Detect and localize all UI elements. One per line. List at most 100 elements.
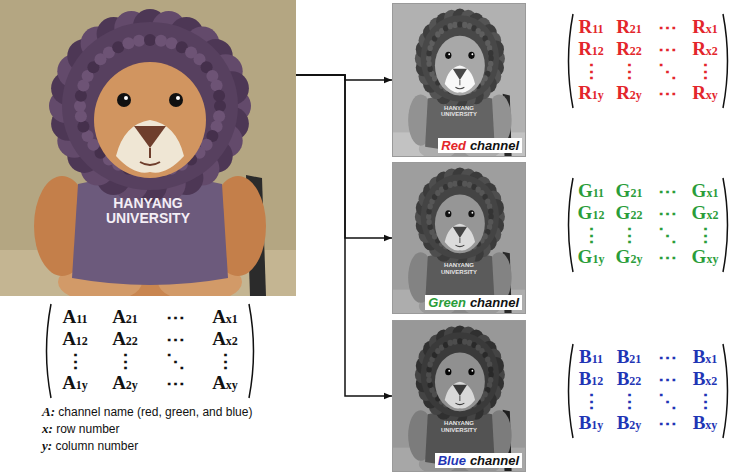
lion-face xyxy=(94,62,206,178)
matrix-bracket xyxy=(249,304,254,398)
matrix-entry: ⋮ xyxy=(582,390,601,413)
matrix-cell: ⋮ xyxy=(610,390,648,412)
lion-mouth xyxy=(455,396,464,405)
lion-mane-fur xyxy=(457,21,462,27)
definition-note: x: row number xyxy=(42,421,120,437)
matrix-cell: A22 xyxy=(100,328,150,350)
lion-nose xyxy=(453,227,467,238)
matrix-cell: Bx1 xyxy=(686,346,724,368)
matrix-entry: B22 xyxy=(617,368,642,390)
lion-mane-fur xyxy=(426,372,431,378)
lion-illustration xyxy=(0,0,296,296)
matrix-entry: G22 xyxy=(616,202,643,224)
matrix-entry: R21 xyxy=(616,16,642,38)
eye-glint xyxy=(176,96,180,100)
branch-arrow xyxy=(296,75,392,238)
matrix-bracket xyxy=(47,304,52,398)
matrix-entry: A12 xyxy=(62,328,88,350)
matrix-cell: ⋯ xyxy=(648,38,686,60)
channel-name: Blue xyxy=(438,453,466,468)
lion-mane-fur xyxy=(488,55,493,61)
lion-mane-fur xyxy=(443,184,448,190)
matrix-entry: ⋯ xyxy=(658,16,677,39)
lion-mane-fur xyxy=(426,377,431,383)
matrix-cell: Ax2 xyxy=(200,328,250,350)
matrix: G11G21⋯Gx1G12G22⋯Gx2⋮⋮⋱⋮G1yG2y⋯Gxy xyxy=(572,180,724,268)
matrix-entry: Bx2 xyxy=(693,368,718,390)
lion-mane-fur xyxy=(426,50,431,56)
matrix-cell: B1y xyxy=(572,412,610,434)
lion-mane-fur xyxy=(448,182,453,188)
matrix-entry: Ax2 xyxy=(212,328,238,350)
lion-mane-fur xyxy=(443,25,448,31)
matrix-cell: B12 xyxy=(572,368,610,390)
eye-glint xyxy=(448,212,450,214)
matrix-cell: ⋱ xyxy=(648,224,686,246)
matrix-cell: Rx2 xyxy=(686,38,724,60)
lion-mane-fur xyxy=(488,372,493,378)
lion-eye xyxy=(468,368,474,375)
matrix-entry: ⋮ xyxy=(216,350,235,373)
matrix-cell: B2y xyxy=(610,412,648,434)
matrix-cell: G22 xyxy=(610,202,648,224)
matrix-entry: ⋯ xyxy=(658,180,677,203)
lion-face xyxy=(435,36,485,96)
matrix-entry: ⋯ xyxy=(166,372,185,395)
matrix-cell: ⋯ xyxy=(648,16,686,38)
lion-mane-fur xyxy=(426,208,431,214)
lion-mane-fur xyxy=(426,214,431,220)
shirt-print: HANYANG UNIVERSITY xyxy=(434,105,483,118)
matrix-entry: G2y xyxy=(616,246,643,268)
channel-caption: Green channel xyxy=(425,295,522,310)
matrix-cell: R1y xyxy=(572,82,610,104)
matrix-cell: Gx2 xyxy=(686,202,724,224)
matrix-entry: ⋮ xyxy=(582,224,601,247)
matrix-cell: ⋮ xyxy=(572,60,610,82)
lion-mane-fur xyxy=(426,219,431,225)
matrix-cell: G21 xyxy=(610,180,648,202)
lion-muzzle xyxy=(445,224,475,251)
lion-mane xyxy=(421,332,499,417)
matrix-entry: Bx1 xyxy=(693,346,718,368)
lion-mane-fur xyxy=(488,366,493,372)
lion-mane-fur xyxy=(213,110,225,122)
lion-face xyxy=(435,194,485,253)
matrix-entry: ⋯ xyxy=(166,328,185,351)
lion-mane-fur xyxy=(487,361,492,367)
channel-word: channel xyxy=(470,138,519,153)
lion-mane-fur xyxy=(428,224,433,230)
photo-background xyxy=(393,4,525,156)
lion-mane xyxy=(62,22,238,190)
lion-mane-fur xyxy=(75,110,87,122)
matrix-cell: ⋱ xyxy=(150,350,200,372)
matrix-entry: B11 xyxy=(579,346,603,368)
matrix-entry: Ax1 xyxy=(212,306,238,328)
matrix-entry: A2y xyxy=(112,372,138,394)
matrix-cell: R12 xyxy=(572,38,610,60)
lion-mane-fur xyxy=(211,80,223,92)
matrix: A11A21⋯Ax1A12A22⋯Ax2⋮⋮⋱⋮A1yA2y⋯Axy xyxy=(50,306,250,394)
lion-mouth xyxy=(140,148,160,165)
matrix-entry: ⋮ xyxy=(620,224,639,247)
lion-mane-fur xyxy=(467,182,472,188)
matrix-cell: R2y xyxy=(610,82,648,104)
matrix-cell: Rxy xyxy=(686,82,724,104)
matrix-cell: ⋮ xyxy=(100,350,150,372)
channel-word: channel xyxy=(470,295,519,310)
matrix-cell: Axy xyxy=(200,372,250,394)
matrix-cell: A21 xyxy=(100,306,150,328)
matrix-entry: Gxy xyxy=(692,246,719,268)
matrix-cell: ⋮ xyxy=(610,224,648,246)
lion-illustration xyxy=(393,321,525,471)
matrix-entry: R11 xyxy=(578,16,603,38)
channel-image: HANYANG UNIVERSITYRedchannel xyxy=(393,4,525,156)
lion-mane-fur xyxy=(488,214,493,220)
matrix-cell: G1y xyxy=(572,246,610,268)
lion-mane-fur xyxy=(462,181,467,187)
definition-note: A: channel name (red, green, and blue) xyxy=(42,404,252,420)
matrix-entry: Rxy xyxy=(692,82,718,104)
matrix-entry: Gx2 xyxy=(692,202,719,224)
channel-name: Green xyxy=(428,295,466,310)
matrix-cell: R11 xyxy=(572,16,610,38)
shirt-print: HANYANG UNIVERSITY xyxy=(93,196,203,225)
